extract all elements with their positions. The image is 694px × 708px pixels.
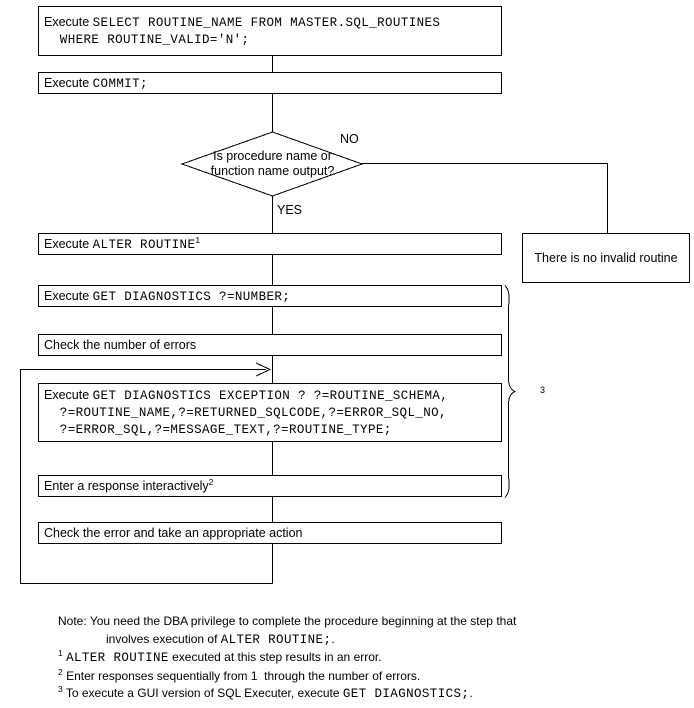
footnote-2-marker: 2 bbox=[58, 666, 63, 677]
node-gde-code-3: ?=ERROR_SQL,?=MESSAGE_TEXT,?=ROUTINE_TYP… bbox=[44, 423, 392, 437]
wire-no-branch bbox=[362, 163, 608, 233]
node-enter-response-footnote-marker: 2 bbox=[208, 476, 214, 487]
node-gdn-prefix: Execute bbox=[44, 288, 93, 303]
node-execute-commit-text: Execute COMMIT; bbox=[39, 75, 148, 92]
node-check-number-of-errors[interactable]: Check the number of errors bbox=[38, 334, 502, 356]
node-enter-response-text: Enter a response interactively2 bbox=[39, 478, 213, 494]
node-execute-alter-routine-text: Execute ALTER ROUTINE1 bbox=[39, 234, 201, 253]
note-main-line2: involves execution of ALTER ROUTINE;. bbox=[58, 631, 658, 650]
node-execute-get-diagnostics-exception[interactable]: Execute GET DIAGNOSTICS EXCEPTION ? ?=RO… bbox=[38, 383, 502, 442]
node-execute-commit-prefix: Execute bbox=[44, 75, 93, 90]
decision-label-line2: function name output? bbox=[210, 164, 335, 178]
node-no-invalid-routine[interactable]: There is no invalid routine bbox=[522, 233, 690, 283]
decision-no-label: NO bbox=[340, 132, 359, 146]
note-main-text2: involves execution of bbox=[106, 631, 221, 646]
decision-yes-label: YES bbox=[277, 203, 303, 217]
node-check-number-of-errors-text: Check the number of errors bbox=[44, 338, 197, 352]
node-enter-response[interactable]: Enter a response interactively2 bbox=[38, 475, 502, 497]
node-no-invalid-routine-text: There is no invalid routine bbox=[534, 251, 678, 265]
decision-label-line1: Is procedure name or bbox=[213, 149, 332, 163]
node-gde-code-1: GET DIAGNOSTICS EXCEPTION ? ?=ROUTINE_SC… bbox=[92, 389, 449, 403]
wire-loopback-arrowhead bbox=[255, 362, 272, 377]
note-main-tail: . bbox=[331, 631, 335, 646]
footnote-1: 1 ALTER ROUTINE executed at this step re… bbox=[58, 649, 658, 668]
footnote-2-text: Enter responses sequentially from 1 thro… bbox=[66, 668, 421, 683]
node-execute-select-code-2: WHERE ROUTINE_VALID='N'; bbox=[44, 33, 250, 47]
node-execute-alter-routine[interactable]: Execute ALTER ROUTINE1 bbox=[38, 233, 502, 255]
group-brace bbox=[504, 285, 517, 498]
footnote-3-text-a: To execute a GUI version of SQL Executer… bbox=[65, 686, 343, 700]
node-execute-select-code-1: SELECT ROUTINE_NAME FROM MASTER.SQL_ROUT… bbox=[92, 16, 441, 30]
footnote-1-code: ALTER ROUTINE bbox=[66, 651, 169, 665]
node-check-error-take-action[interactable]: Check the error and take an appropriate … bbox=[38, 522, 502, 544]
node-enter-response-label: Enter a response interactively bbox=[44, 479, 209, 493]
node-gde-prefix: Execute bbox=[44, 388, 93, 402]
node-gdn-code: GET DIAGNOSTICS ?=NUMBER; bbox=[92, 289, 291, 304]
node-alter-footnote-marker: 1 bbox=[195, 234, 201, 245]
node-execute-get-diagnostics-number[interactable]: Execute GET DIAGNOSTICS ?=NUMBER; bbox=[38, 285, 502, 307]
node-gde-code-2: ?=ROUTINE_NAME,?=RETURNED_SQLCODE,?=ERRO… bbox=[44, 406, 447, 420]
footnote-3-code: GET DIAGNOSTICS; bbox=[342, 687, 470, 701]
node-check-error-take-action-text: Check the error and take an appropriate … bbox=[44, 526, 303, 540]
notes-block: Note: You need the DBA privilege to comp… bbox=[58, 613, 658, 704]
footnote-3-text-b: . bbox=[469, 686, 473, 700]
note-main-text: You need the DBA privilege to complete t… bbox=[89, 614, 517, 628]
node-execute-select-prefix: Execute bbox=[44, 15, 93, 29]
node-alter-code: ALTER ROUTINE bbox=[92, 237, 196, 252]
node-alter-prefix: Execute bbox=[44, 236, 93, 251]
footnote-1-text: executed at this step results in an erro… bbox=[168, 650, 382, 664]
node-execute-commit[interactable]: Execute COMMIT; bbox=[38, 72, 502, 94]
note-main-line1: Note: You need the DBA privilege to comp… bbox=[58, 613, 658, 631]
note-label: Note: bbox=[58, 614, 90, 628]
node-gde-text: Execute GET DIAGNOSTICS EXCEPTION ? ?=RO… bbox=[39, 387, 448, 438]
footnote-2: 2 Enter responses sequentially from 1 th… bbox=[58, 666, 658, 686]
node-get-diagnostics-number-text: Execute GET DIAGNOSTICS ?=NUMBER; bbox=[39, 288, 290, 305]
footnote-1-marker: 1 bbox=[58, 648, 63, 658]
footnote-3-marker: 3 bbox=[58, 684, 63, 694]
node-execute-select-text: Execute SELECT ROUTINE_NAME FROM MASTER.… bbox=[39, 14, 440, 48]
group-brace-footnote-marker: 3 bbox=[540, 385, 546, 395]
footnote-3: 3 To execute a GUI version of SQL Execut… bbox=[58, 685, 658, 704]
node-execute-select[interactable]: Execute SELECT ROUTINE_NAME FROM MASTER.… bbox=[38, 6, 502, 56]
node-execute-commit-code: COMMIT; bbox=[92, 76, 148, 91]
note-main-code: ALTER ROUTINE; bbox=[220, 632, 332, 647]
